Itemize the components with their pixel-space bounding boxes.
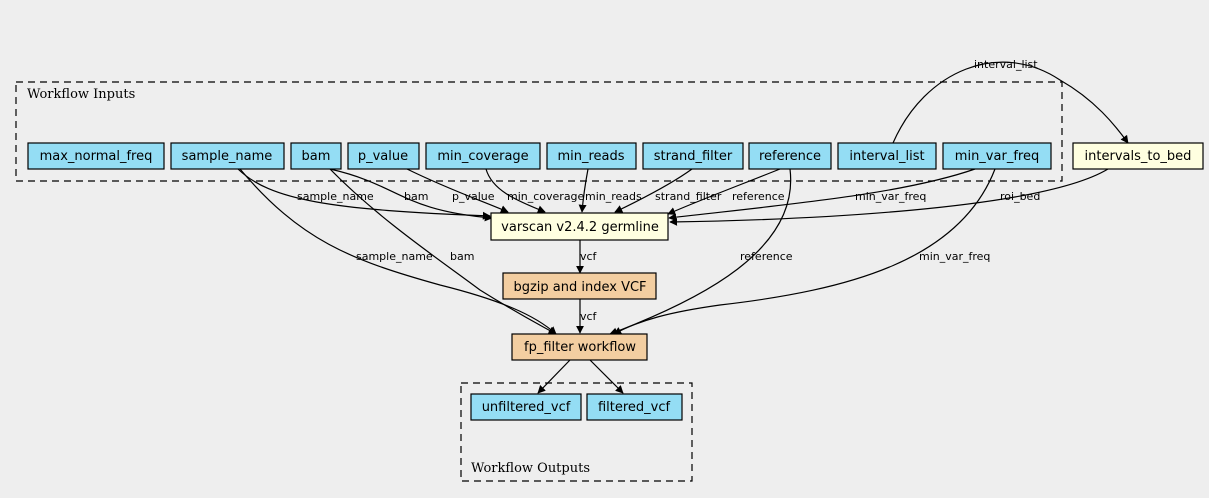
edge-label-reference: reference (732, 190, 785, 203)
input-label-reference: reference (759, 149, 821, 164)
edge-min-reads-to-varscan (578, 168, 589, 213)
outputs-cluster-label: Workflow Outputs (471, 461, 590, 476)
output-label-unfiltered-vcf: unfiltered_vcf (482, 400, 571, 415)
edge-label-bam-fp: bam (450, 250, 474, 263)
input-node-p-value[interactable]: p_value (347, 142, 420, 170)
edge-strand-filter-to-varscan (614, 168, 693, 213)
input-node-bam[interactable]: bam (290, 142, 342, 170)
input-label-p-value: p_value (358, 149, 408, 164)
edge-fp-filter-to-filtered (589, 359, 624, 394)
edge-min-var-freq-to-fp-filter (613, 168, 996, 335)
edge-min-var-freq-to-varscan (668, 168, 976, 222)
edge-label-vcf-1: vcf (580, 250, 598, 263)
step-node-intervals-to-bed[interactable]: intervals_to_bed (1072, 142, 1204, 170)
edge-label-interval-list: interval_list (974, 58, 1038, 71)
input-node-strand-filter[interactable]: strand_filter (642, 142, 744, 170)
edge-label-min-coverage: min_coverage (507, 190, 585, 203)
output-node-unfiltered-vcf[interactable]: unfiltered_vcf (470, 393, 582, 421)
subworkflow-label-fp-filter: fp_filter workflow (524, 340, 636, 355)
inputs-cluster-label: Workflow Inputs (27, 87, 135, 102)
output-node-filtered-vcf[interactable]: filtered_vcf (586, 393, 683, 421)
edge-label-min-var-freq-fp: min_var_freq (919, 250, 990, 263)
outputs-cluster (460, 382, 693, 482)
edge-label-p-value: p_value (452, 190, 495, 203)
input-label-sample-name: sample_name (182, 149, 273, 164)
input-label-interval-list: interval_list (849, 149, 924, 164)
edge-label-reference-fp: reference (740, 250, 793, 263)
edge-label-sample-name: sample_name (297, 190, 374, 203)
edge-roi-bed-to-varscan (669, 168, 1109, 226)
edge-p-value-to-varscan (406, 168, 509, 213)
input-node-min-coverage[interactable]: min_coverage (425, 142, 541, 170)
edge-sample-name-to-varscan (237, 168, 491, 220)
input-node-reference[interactable]: reference (748, 142, 832, 170)
edge-interval-list-to-bed (892, 61, 1129, 144)
input-node-min-reads[interactable]: min_reads (546, 142, 637, 170)
edge-sample-name-to-fp-filter (239, 168, 557, 335)
edge-bam-to-varscan (329, 168, 493, 222)
edge-label-strand-filter: strand_filter (655, 190, 722, 203)
input-label-min-coverage: min_coverage (437, 149, 528, 164)
input-label-max-normal-freq: max_normal_freq (40, 149, 153, 164)
edge-bam-to-fp-filter (329, 168, 557, 335)
step-label-varscan: varscan v2.4.2 germline (501, 220, 659, 235)
input-node-min-var-freq[interactable]: min_var_freq (942, 142, 1052, 170)
input-label-bam: bam (302, 149, 331, 164)
edge-label-roi-bed: roi_bed (1000, 190, 1040, 203)
input-label-min-reads: min_reads (557, 149, 624, 164)
subworkflow-node-fp-filter[interactable]: fp_filter workflow (511, 333, 648, 361)
edge-min-coverage-to-varscan (485, 168, 546, 214)
output-label-filtered-vcf: filtered_vcf (598, 400, 671, 415)
edge-fp-filter-to-unfiltered (537, 359, 571, 394)
step-label-intervals-to-bed: intervals_to_bed (1085, 149, 1192, 164)
edge-reference-to-varscan (667, 168, 781, 215)
subworkflow-node-bgzip[interactable]: bgzip and index VCF (502, 272, 657, 300)
subworkflow-label-bgzip: bgzip and index VCF (513, 280, 646, 295)
input-label-strand-filter: strand_filter (654, 149, 733, 164)
edge-label-sample-name-fp: sample_name (356, 250, 433, 263)
edge-label-bam: bam (404, 190, 428, 203)
input-node-interval-list[interactable]: interval_list (837, 142, 937, 170)
edge-label-vcf-2: vcf (580, 310, 598, 323)
input-node-sample-name[interactable]: sample_name (170, 142, 285, 170)
inputs-cluster (15, 81, 1063, 182)
edge-reference-to-fp-filter (609, 168, 792, 336)
input-label-min-var-freq: min_var_freq (955, 149, 1039, 164)
step-node-varscan[interactable]: varscan v2.4.2 germline (490, 212, 669, 241)
edge-label-min-reads: min_reads (585, 190, 642, 203)
edge-label-min-var-freq: min_var_freq (855, 190, 926, 203)
input-node-max-normal-freq[interactable]: max_normal_freq (27, 142, 165, 170)
